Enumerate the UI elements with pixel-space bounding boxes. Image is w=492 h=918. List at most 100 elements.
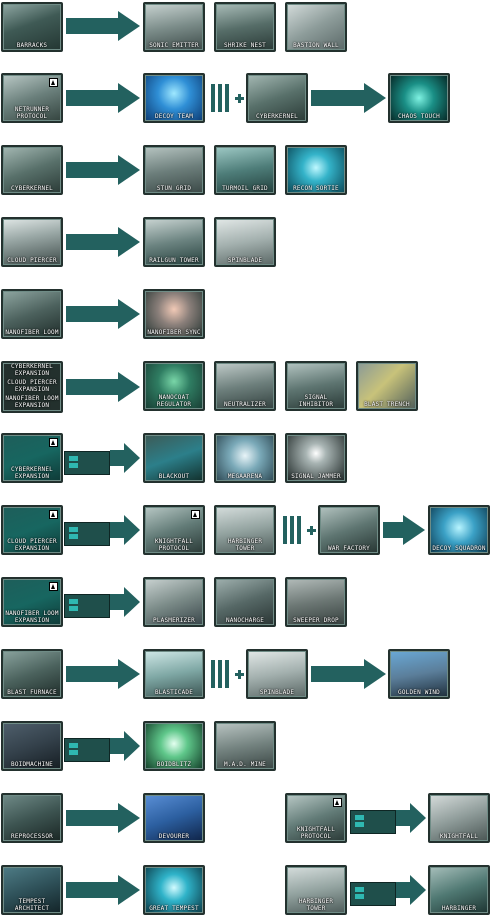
card-barracks[interactable]: BARRACKS bbox=[1, 2, 63, 52]
card-label: KNIGHTFALL PROTOCOL bbox=[154, 538, 194, 552]
card-cyberkernel[interactable]: CYBERKERNEL bbox=[1, 145, 63, 195]
upgrade-icon bbox=[49, 78, 58, 87]
card-harbinger[interactable]: HARBINGER bbox=[428, 865, 490, 915]
combine-bars-icon bbox=[283, 516, 303, 544]
card-label: SPINBLADE bbox=[227, 256, 263, 264]
unlock-arrow bbox=[66, 155, 140, 185]
card-recon-sortie[interactable]: RECON SORTIE bbox=[285, 145, 347, 195]
card-sweeper-drop[interactable]: SWEEPER DROP bbox=[285, 577, 347, 627]
card-golden-wind[interactable]: GOLDEN WIND bbox=[388, 649, 450, 699]
card-label: GREAT TEMPEST bbox=[149, 904, 199, 912]
card-plasmerizer[interactable]: PLASMERIZER bbox=[143, 577, 205, 627]
unlock-arrow bbox=[66, 372, 140, 402]
card-label: NANOFIBER SYNC bbox=[147, 328, 201, 336]
card-boidmachine[interactable]: BOIDMACHINE bbox=[1, 721, 63, 771]
module-icon bbox=[64, 451, 110, 475]
card-blast-furnace[interactable]: BLAST FURNACE bbox=[1, 649, 63, 699]
card-knightfall[interactable]: KNIGHTFALL bbox=[428, 793, 490, 843]
card-label: CYBERKERNEL EXPANSION bbox=[11, 363, 53, 377]
unlock-arrow bbox=[311, 83, 386, 113]
card-label: HARBINGER bbox=[441, 904, 477, 912]
card-signal-inhibitor[interactable]: SIGNAL INHIBITOR bbox=[285, 361, 347, 411]
module-icon bbox=[350, 810, 396, 834]
card-label: GOLDEN WIND bbox=[398, 688, 440, 696]
card-decoy-team[interactable]: DECOY TEAM bbox=[143, 73, 205, 123]
card-tempest-architect[interactable]: TEMPEST ARCHITECT bbox=[1, 865, 63, 915]
unlock-arrow bbox=[110, 587, 140, 617]
card-decoy-squadron[interactable]: DECOY SQUADRON bbox=[428, 505, 490, 555]
card-harbinger-tower-2[interactable]: HARBINGER TOWER bbox=[285, 865, 347, 915]
card-railgun-tower[interactable]: RAILGUN TOWER bbox=[143, 217, 205, 267]
card-label: KNIGHTFALL PROTOCOL bbox=[296, 826, 336, 840]
upgrade-icon bbox=[191, 510, 200, 519]
card-nanofiber-loom[interactable]: NANOFIBER LOOM bbox=[1, 289, 63, 339]
card-great-tempest[interactable]: GREAT TEMPEST bbox=[143, 865, 205, 915]
card-stun-grid[interactable]: STUN GRID bbox=[143, 145, 205, 195]
unlock-arrow bbox=[66, 875, 140, 905]
unlock-arrow bbox=[66, 299, 140, 329]
card-label: DEVOURER bbox=[158, 832, 190, 840]
module-icon bbox=[64, 594, 110, 618]
card-netrunner-protocol[interactable]: NETRUNNER PROTOCOL bbox=[1, 73, 63, 123]
module-icon bbox=[64, 738, 110, 762]
card-boidblitz[interactable]: BOIDBLITZ bbox=[143, 721, 205, 771]
card-mad-mine[interactable]: M.A.D. MINE bbox=[214, 721, 276, 771]
card-blast-trench[interactable]: BLAST TRENCH bbox=[356, 361, 418, 411]
unlock-arrow bbox=[110, 443, 140, 473]
card-label: SIGNAL INHIBITOR bbox=[298, 394, 334, 408]
card-spinblade[interactable]: SPINBLADE bbox=[214, 217, 276, 267]
card-label: SONIC EMITTER bbox=[149, 41, 199, 49]
card-nanofiber-sync[interactable]: NANOFIBER SYNC bbox=[143, 289, 205, 339]
unlock-arrow bbox=[110, 515, 140, 545]
card-blasticade[interactable]: BLASTICADE bbox=[143, 649, 205, 699]
card-cyberkernel-expansion[interactable]: CYBERKERNEL EXPANSION bbox=[1, 433, 63, 483]
unlock-arrow bbox=[66, 803, 140, 833]
card-spinblade-combo[interactable]: SPINBLADE bbox=[246, 649, 308, 699]
card-signal-jammer[interactable]: SIGNAL JAMMER bbox=[285, 433, 347, 483]
plus-icon bbox=[235, 94, 244, 103]
card-nanofiber-loom-expansion[interactable]: NANOFIBER LOOM EXPANSION bbox=[1, 577, 63, 627]
card-war-factory[interactable]: WAR FACTORY bbox=[318, 505, 380, 555]
unlock-arrow bbox=[383, 515, 425, 545]
card-bastion-wall[interactable]: BASTION WALL bbox=[285, 2, 347, 52]
card-neutralizer[interactable]: NEUTRALIZER bbox=[214, 361, 276, 411]
card-label: NANOCHARGE bbox=[225, 616, 265, 624]
card-label: RECON SORTIE bbox=[293, 184, 339, 192]
card-label: BOIDMACHINE bbox=[11, 760, 53, 768]
card-label: HARBINGER TOWER bbox=[298, 898, 334, 912]
unlock-arrow bbox=[396, 875, 426, 905]
card-harbinger-tower[interactable]: HARBINGER TOWER bbox=[214, 505, 276, 555]
card-devourer[interactable]: DEVOURER bbox=[143, 793, 205, 843]
card-label: SIGNAL JAMMER bbox=[291, 472, 341, 480]
card-cyberkernel-combo[interactable]: CYBERKERNEL bbox=[246, 73, 308, 123]
card-label: REPROCESSOR bbox=[11, 832, 53, 840]
upgrade-icon bbox=[333, 798, 342, 807]
card-expansions-group[interactable]: CYBERKERNEL EXPANSION CLOUD PIERCER EXPA… bbox=[1, 361, 63, 413]
card-label: BOIDBLITZ bbox=[156, 760, 192, 768]
card-label: BLAST FURNACE bbox=[7, 688, 57, 696]
card-sonic-emitter[interactable]: SONIC EMITTER bbox=[143, 2, 205, 52]
card-nanocharge[interactable]: NANOCHARGE bbox=[214, 577, 276, 627]
card-label: TEMPEST ARCHITECT bbox=[14, 898, 50, 912]
card-turmoil-grid[interactable]: TURMOIL GRID bbox=[214, 145, 276, 195]
card-knightfall-protocol-2[interactable]: KNIGHTFALL PROTOCOL bbox=[285, 793, 347, 843]
card-cloud-piercer-expansion[interactable]: CLOUD PIERCER EXPANSION bbox=[1, 505, 63, 555]
card-knightfall-protocol[interactable]: KNIGHTFALL PROTOCOL bbox=[143, 505, 205, 555]
card-label: CYBERKERNEL bbox=[11, 184, 53, 192]
upgrade-icon bbox=[49, 582, 58, 591]
card-blackout[interactable]: BLACKOUT bbox=[143, 433, 205, 483]
card-chaos-touch[interactable]: CHAOS TOUCH bbox=[388, 73, 450, 123]
plus-icon bbox=[235, 670, 244, 679]
plus-icon bbox=[307, 526, 316, 535]
card-reprocessor[interactable]: REPROCESSOR bbox=[1, 793, 63, 843]
card-megaarena[interactable]: MEGAARENA bbox=[214, 433, 276, 483]
unlock-arrow bbox=[66, 83, 140, 113]
card-cloud-piercer[interactable]: CLOUD PIERCER bbox=[1, 217, 63, 267]
upgrade-icon bbox=[49, 438, 58, 447]
module-icon bbox=[64, 522, 110, 546]
card-label: SHRIKE NEST bbox=[224, 41, 266, 49]
card-label: BASTION WALL bbox=[293, 41, 339, 49]
card-nanocoat-regulator[interactable]: NANOCOAT REGULATOR bbox=[143, 361, 205, 411]
card-label: RAILGUN TOWER bbox=[149, 256, 199, 264]
card-shrike-nest[interactable]: SHRIKE NEST bbox=[214, 2, 276, 52]
